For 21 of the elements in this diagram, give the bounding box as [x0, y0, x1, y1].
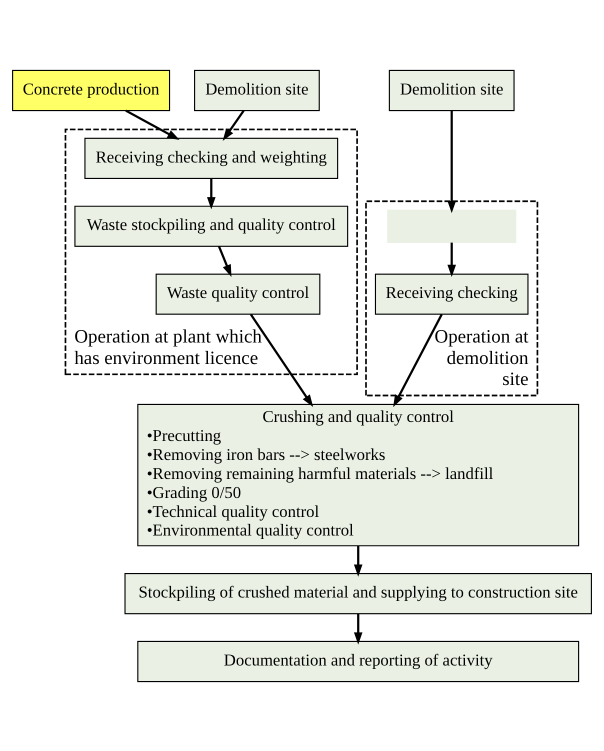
arrow: [447, 110, 456, 213]
node-box: [387, 209, 516, 242]
node-box: Crushing and quality control •Precutting •Removing iron bars --> steelworks •Removing remaining harmful materials --> landfill •Grading 0/50 •Technical quality control •Environmental quality control: [137, 403, 580, 546]
node-box: Waste stockpiling and quality control: [74, 205, 348, 246]
arrow: [354, 613, 362, 644]
arrow: [354, 545, 362, 576]
node-box: Concrete production: [12, 69, 170, 111]
node-box: Waste quality control: [156, 273, 320, 314]
arrow: [206, 178, 216, 209]
arrow: [218, 245, 232, 277]
node-box: Stockpiling of crushed material and supplying to construction site: [124, 572, 592, 614]
arrow: [222, 109, 245, 140]
node-box: Receiving checking and weighting: [84, 137, 338, 178]
arrow: [250, 313, 314, 406]
node-box: Receiving checking: [374, 273, 529, 314]
node-box: Demolition site: [388, 69, 515, 111]
arrow: [393, 313, 443, 407]
node-box: Demolition site: [194, 69, 320, 111]
arrow: [447, 242, 456, 277]
node-box: Documentation and reporting of activity: [137, 640, 580, 682]
arrow: [125, 109, 180, 140]
